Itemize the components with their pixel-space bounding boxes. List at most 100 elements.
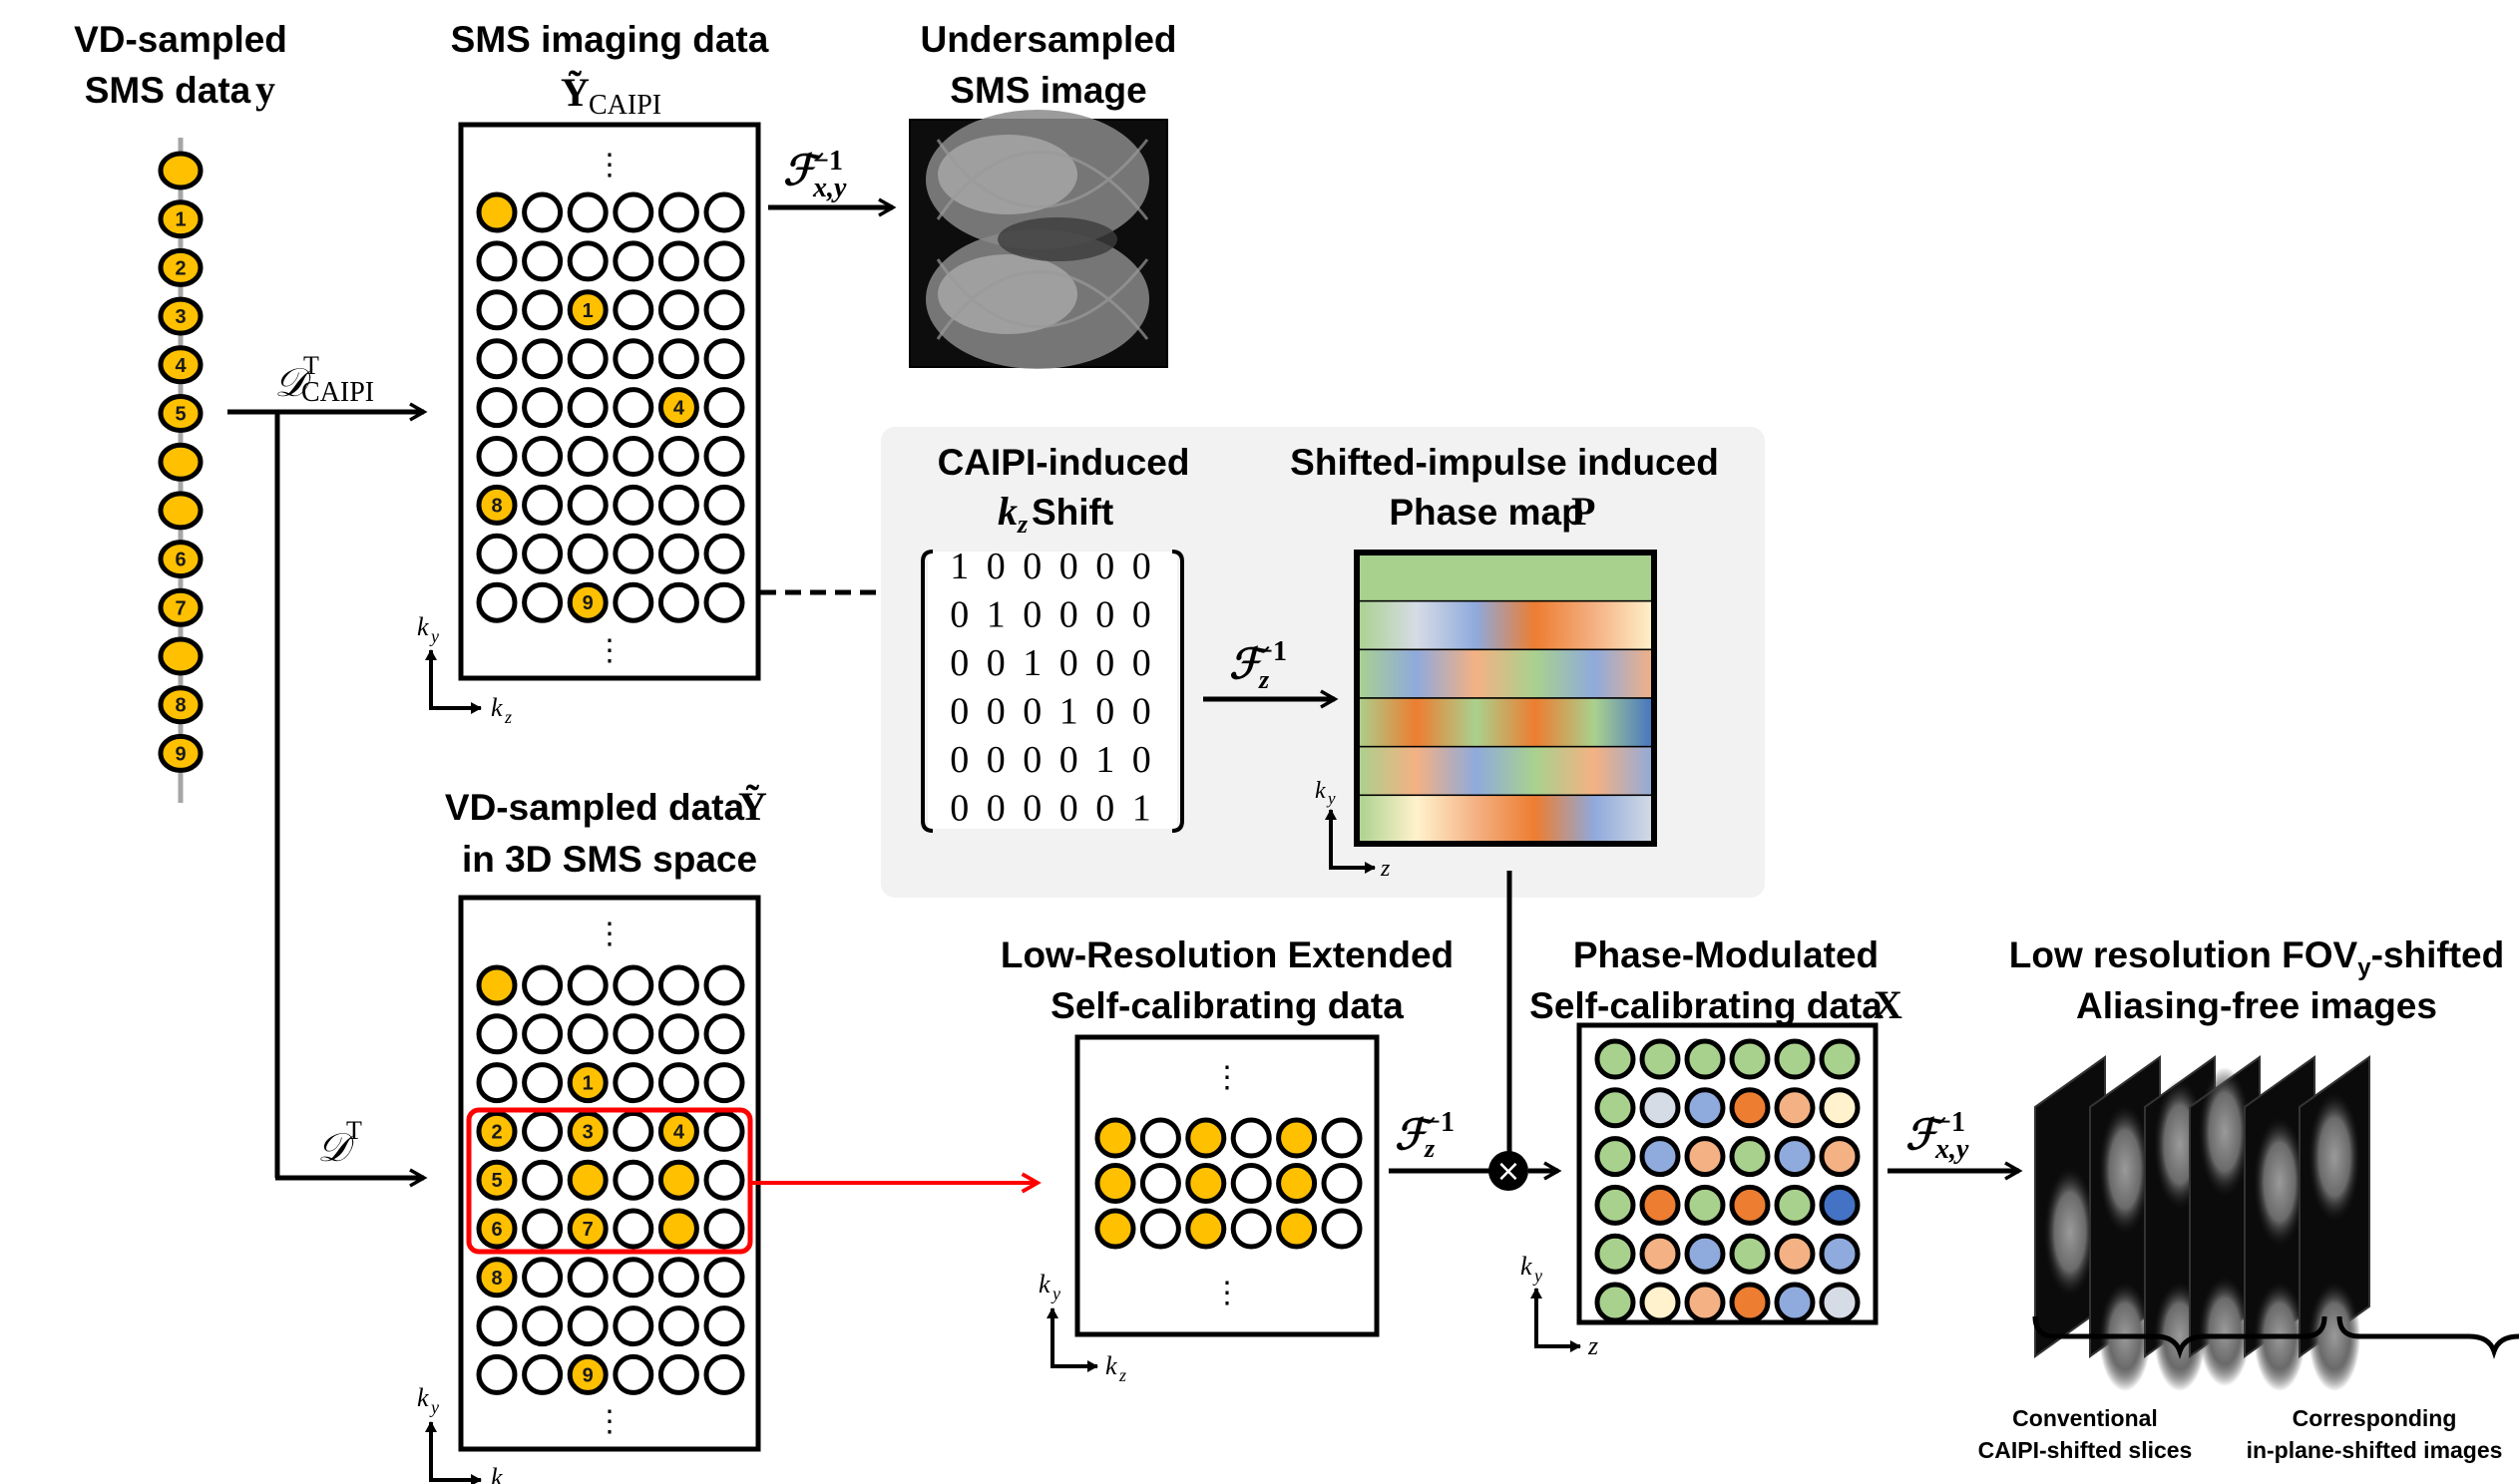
sample-point-empty <box>522 289 564 331</box>
output-title-a: Low resolution FOV <box>2009 934 2358 975</box>
phase-mod-cell <box>1774 1184 1816 1226</box>
sample-point-empty <box>657 1062 699 1104</box>
vd-sample-item <box>158 491 204 531</box>
sample-point-empty <box>657 484 699 526</box>
phase-mod-title-line2: Self-calibrating data <box>1529 985 1883 1026</box>
low-res-grid <box>1094 1117 1363 1250</box>
phase-mod-cell <box>1684 1038 1726 1080</box>
output-title-sub: y <box>2357 954 2371 981</box>
grid-cell: 1 <box>567 1062 609 1104</box>
phase-mod-cell <box>1639 1136 1681 1178</box>
calibration-highlight-box <box>466 1107 753 1255</box>
grid-cell <box>613 191 654 233</box>
sample-point-filled <box>158 540 204 579</box>
sample-point-empty <box>476 338 518 380</box>
phase-stripe <box>1356 745 1655 797</box>
sample-point-empty <box>703 1353 745 1395</box>
low-res-cell <box>1276 1117 1318 1159</box>
sample-point-filled <box>567 289 609 331</box>
vd-3d-ellipsis-top: ⋮ <box>595 918 625 950</box>
sample-point-empty <box>567 1013 609 1055</box>
sample-point-empty <box>657 191 699 233</box>
low-res-cell <box>1230 1163 1272 1204</box>
grid-cell <box>476 436 518 477</box>
grid-cell <box>657 1013 699 1055</box>
grid-cell: 7 <box>567 1208 609 1250</box>
phase-mod-cell <box>1639 1087 1681 1129</box>
grid-cell <box>703 1353 745 1395</box>
sample-point-filled <box>158 587 204 627</box>
grid-cell <box>613 436 654 477</box>
sample-index-label: 4 <box>673 1121 685 1143</box>
sample-point-filled <box>158 491 204 531</box>
grid-cell <box>613 387 654 429</box>
sample-point-empty <box>613 1110 654 1152</box>
sample-point-empty <box>522 191 564 233</box>
sample-point-empty <box>522 387 564 429</box>
phase-axis-z-label: z <box>1380 856 1391 882</box>
sample-point-empty <box>567 436 609 477</box>
sample-point-empty <box>522 1257 564 1298</box>
grid-cell <box>522 338 564 380</box>
vd-sampled-title-symbol: y <box>255 67 275 112</box>
low-res-cell <box>1139 1117 1181 1159</box>
vd-sample-item: 9 <box>158 733 204 773</box>
grid-cell <box>567 191 609 233</box>
slice-anatomy <box>2099 1104 2151 1235</box>
sample-point-empty <box>613 436 654 477</box>
grid-cell <box>613 1208 654 1250</box>
low-res-cell <box>1321 1163 1363 1204</box>
sample-point-empty <box>703 1110 745 1152</box>
sample-point-empty <box>1139 1163 1181 1204</box>
phase-mod-grid <box>1594 1038 1861 1323</box>
sample-point-empty <box>567 1257 609 1298</box>
axis-kz-label: k <box>491 693 503 722</box>
grid-cell <box>613 1159 654 1201</box>
phase-mod-cell <box>1729 1184 1771 1226</box>
grid-cell <box>522 191 564 233</box>
phase-mod-axes: k y z <box>1520 1252 1598 1360</box>
vd-sampled-title-line2: SMS data <box>85 70 251 111</box>
phase-mod-cell <box>1594 1282 1636 1323</box>
sample-point-filled <box>657 1159 699 1201</box>
sample-index-label: 8 <box>491 495 502 517</box>
phase-mod-cell <box>1819 1087 1861 1129</box>
grid-cell <box>703 289 745 331</box>
phase-mod-cell <box>1729 1136 1771 1178</box>
fxy-top-sub: x,y <box>812 173 847 203</box>
sample-point-empty <box>476 581 518 623</box>
low-res-cell <box>1094 1208 1136 1250</box>
grid-cell <box>703 1062 745 1104</box>
phase-stripe <box>1356 697 1655 748</box>
grid-cell <box>613 1062 654 1104</box>
sample-point-filled <box>657 1208 699 1250</box>
sample-point-empty <box>657 1353 699 1395</box>
sample-point-empty <box>613 1159 654 1201</box>
group2-label-line2: in-plane-shifted images <box>2247 1437 2503 1463</box>
d-caipi-sub: CAIPI <box>301 377 374 408</box>
phase-mod-cell <box>1729 1282 1771 1323</box>
sample-point-filled <box>1276 1163 1318 1204</box>
phase-mod-cell <box>1729 1087 1771 1129</box>
phasemod-axis-ky-label: k <box>1520 1252 1532 1281</box>
sample-point-empty <box>657 240 699 282</box>
grid-cell <box>703 484 745 526</box>
sample-point-filled <box>158 199 204 239</box>
phase-mod-cell <box>1819 1184 1861 1226</box>
sample-point-filled <box>476 1159 518 1201</box>
sample-point-filled <box>657 387 699 429</box>
undersampled-title-line1: Undersampled <box>920 19 1176 60</box>
output-slices <box>2034 1055 2370 1391</box>
phase-map-title-symbol: P <box>1571 489 1595 534</box>
sample-point-filled <box>567 1062 609 1104</box>
grid-cell <box>613 1110 654 1152</box>
axis-kz-sub: z <box>504 707 512 727</box>
sample-point-empty <box>567 240 609 282</box>
grid-cell <box>657 1062 699 1104</box>
low-res-title-line1: Low-Resolution Extended <box>1001 934 1454 975</box>
sample-point-empty <box>613 1013 654 1055</box>
vd-sample-item: 7 <box>158 587 204 627</box>
sample-point-empty <box>567 484 609 526</box>
grid-cell <box>657 289 699 331</box>
sample-point-filled <box>1094 1163 1136 1204</box>
